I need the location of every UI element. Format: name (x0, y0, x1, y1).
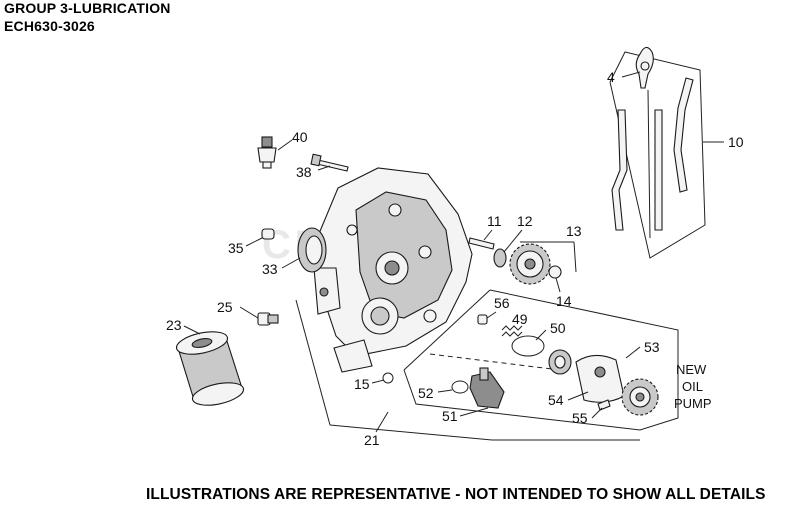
bolt-14 (548, 265, 562, 279)
diagram-title: GROUP 3-LUBRICATION (4, 0, 171, 16)
shaft-11 (468, 237, 495, 250)
note-new: NEW (676, 362, 707, 377)
footer-disclaimer: ILLUSTRATIONS ARE REPRESENTATIVE - NOT I… (146, 486, 766, 503)
callout-55: 55 (572, 410, 588, 426)
screw-55 (597, 399, 611, 411)
callout-52: 52 (418, 385, 434, 401)
o-ring-15 (382, 372, 394, 384)
callout-51: 51 (442, 408, 458, 424)
valve-body-52 (451, 367, 505, 409)
callout-49: 49 (512, 311, 528, 327)
pump-cover-plate (575, 354, 625, 403)
note-pump: PUMP (674, 396, 712, 411)
o-ring-50 (511, 335, 545, 357)
callout-38: 38 (296, 164, 312, 180)
spring-49 (501, 325, 523, 337)
callout-13: 13 (566, 223, 582, 239)
bolt-38 (310, 153, 349, 172)
note-oil: OIL (682, 379, 703, 394)
pump-gear (621, 378, 659, 416)
dowel-pin-35 (261, 228, 275, 240)
callout-10: 10 (728, 134, 744, 150)
oil-filter-23 (175, 331, 245, 406)
oil-pump-gear-13 (509, 243, 551, 285)
washer-12 (493, 248, 507, 268)
plug-56 (477, 314, 488, 325)
model-number: ECH630-3026 (4, 18, 95, 34)
callout-4: 4 (607, 69, 615, 85)
callout-33: 33 (262, 261, 278, 277)
dipstick-tube-assembly (609, 46, 706, 259)
oil-seal-33 (297, 227, 327, 273)
callout-53: 53 (644, 339, 660, 355)
callout-35: 35 (228, 240, 244, 256)
callout-54: 54 (548, 392, 564, 408)
callout-25: 25 (217, 299, 233, 315)
callout-11: 11 (487, 213, 502, 229)
callout-40: 40 (292, 129, 308, 145)
oil-pressure-sensor (257, 136, 277, 169)
callout-23: 23 (166, 317, 182, 333)
callout-12: 12 (517, 213, 533, 229)
callout-50: 50 (550, 320, 566, 336)
pump-rotor (548, 349, 572, 375)
fitting-25 (257, 312, 279, 326)
crankcase-cover (313, 167, 473, 373)
callout-21: 21 (364, 432, 380, 448)
callout-15: 15 (354, 376, 370, 392)
callout-56: 56 (494, 295, 510, 311)
